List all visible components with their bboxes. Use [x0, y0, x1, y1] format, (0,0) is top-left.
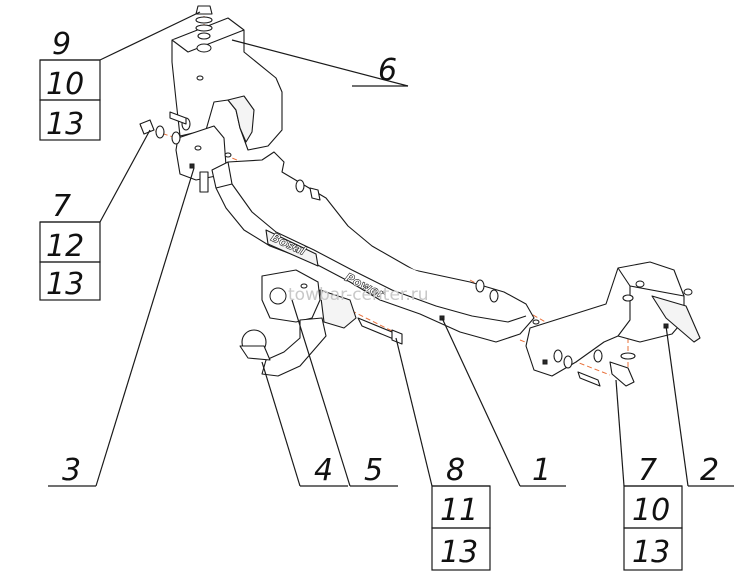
callout-5: 5: [364, 453, 383, 488]
callout-4: 4: [314, 453, 333, 488]
callout-1: 1: [532, 453, 551, 488]
callout-13: 13: [440, 535, 478, 570]
callout-13: 13: [46, 107, 84, 142]
callout-13: 13: [46, 267, 84, 302]
beam-nut: [295, 179, 321, 201]
callout-3: 3: [62, 453, 81, 488]
part-4-tow-ball: [239, 317, 327, 377]
callout-8: 8: [446, 453, 465, 488]
part-2-right-bracket: [525, 261, 701, 377]
bottom-right-fasteners: [475, 279, 636, 387]
callout-9: 9: [52, 27, 71, 62]
callout-12: 12: [46, 229, 84, 264]
callout-7: 7: [638, 453, 657, 488]
callout-labels: 9 10 13 7 12 13 6 3 4 5 8 11 13 1 7 10 1…: [46, 27, 719, 570]
part-5-mount-plate: [261, 269, 357, 329]
callout-11: 11: [440, 493, 478, 528]
callout-10: 10: [632, 493, 670, 528]
part-1-cross-beam: Bosal Power: [211, 151, 540, 343]
watermark: towbar-center.ru: [288, 285, 429, 305]
callout-2: 2: [700, 453, 719, 488]
part-6-upper-bracket: [171, 17, 283, 151]
callout-6: 6: [378, 53, 397, 88]
leader-lines: [95, 11, 689, 487]
callout-frames: [39, 59, 734, 571]
callout-7: 7: [52, 189, 71, 224]
mid-left-fasteners: [139, 111, 191, 145]
callout-10: 10: [46, 67, 84, 102]
part-8-bolt: [357, 317, 403, 345]
callout-13: 13: [632, 535, 670, 570]
